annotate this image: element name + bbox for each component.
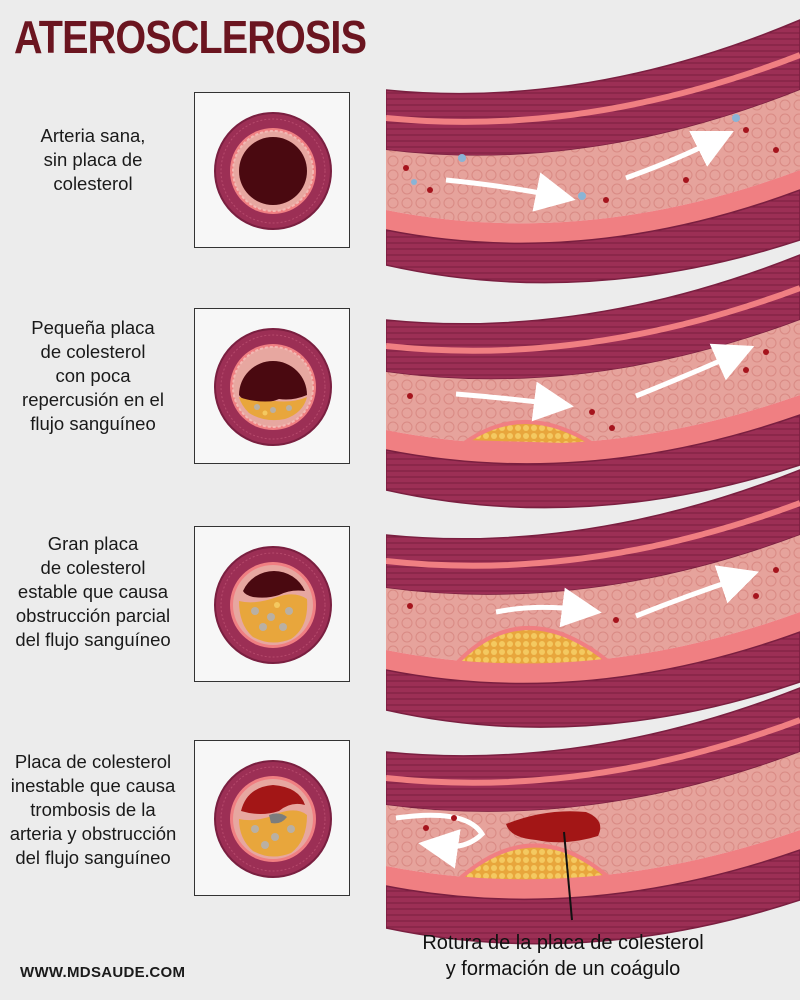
desc-line: repercusión en el [22, 389, 164, 410]
small-plaque-artery-icon [214, 328, 332, 446]
flow-arrow-icon [635, 565, 759, 619]
stage-1-description: Arteria sana, sin placa de colesterol [0, 124, 186, 196]
large-plaque-artery-icon [214, 546, 332, 664]
cross-section-large-plaque [194, 526, 350, 682]
stage-4-description: Placa de colesterol inestable que causa … [0, 750, 186, 870]
desc-line: Arteria sana, [40, 125, 146, 146]
vessel-large-plaque [386, 469, 800, 728]
desc-line: Pequeña placa [31, 317, 155, 338]
desc-line: obstrucción parcial [15, 605, 171, 626]
flow-arrow-icon [395, 812, 486, 869]
vessel-small-plaque [386, 254, 800, 509]
thrombosis-artery-icon [214, 760, 332, 878]
desc-line: Gran placa [47, 533, 139, 554]
desc-line: de colesterol [40, 557, 146, 578]
desc-line: estable que causa [17, 581, 169, 602]
caption-line: Rotura de la placa de colesterol [422, 932, 704, 954]
desc-line: flujo sanguíneo [30, 413, 156, 434]
vessel-healthy [386, 19, 800, 284]
desc-line: del flujo sanguíneo [15, 629, 171, 650]
vessel-thrombosis [386, 687, 800, 945]
flow-arrow-icon [625, 131, 734, 181]
desc-line: inestable que causa [10, 775, 176, 796]
cross-section-unstable-plaque [194, 740, 350, 896]
flow-arrow-icon [445, 172, 576, 212]
desc-line: con poca [55, 365, 131, 386]
flow-arrow-icon [635, 343, 755, 399]
caption-line: y formación de un coágulo [445, 958, 681, 980]
stage-3-description: Gran placa de colesterol estable que cau… [0, 532, 186, 652]
blood-clot [506, 811, 601, 843]
desc-line: sin placa de [43, 149, 143, 170]
vessel-illustrations [386, 19, 800, 945]
page-title: ATEROSCLEROSIS [14, 11, 367, 63]
healthy-artery-icon [214, 112, 332, 230]
flow-arrow-icon [455, 381, 574, 422]
desc-line: arteria y obstrucción [9, 823, 177, 844]
desc-line: colesterol [53, 173, 133, 194]
desc-line: de colesterol [40, 341, 146, 362]
desc-line: Placa de colesterol [14, 751, 172, 772]
desc-line: del flujo sanguíneo [15, 847, 171, 868]
cross-section-small-plaque [194, 308, 350, 464]
rupture-caption: Rotura de la placa de colesterol y forma… [398, 930, 728, 982]
stage-2-description: Pequeña placa de colesterol con poca rep… [0, 316, 186, 436]
pointer-line [563, 831, 573, 921]
website-url[interactable]: WWW.MDSAUDE.COM [20, 964, 186, 981]
flow-arrow-icon [495, 587, 602, 628]
desc-line: trombosis de la [30, 799, 156, 820]
cross-section-healthy [194, 92, 350, 248]
